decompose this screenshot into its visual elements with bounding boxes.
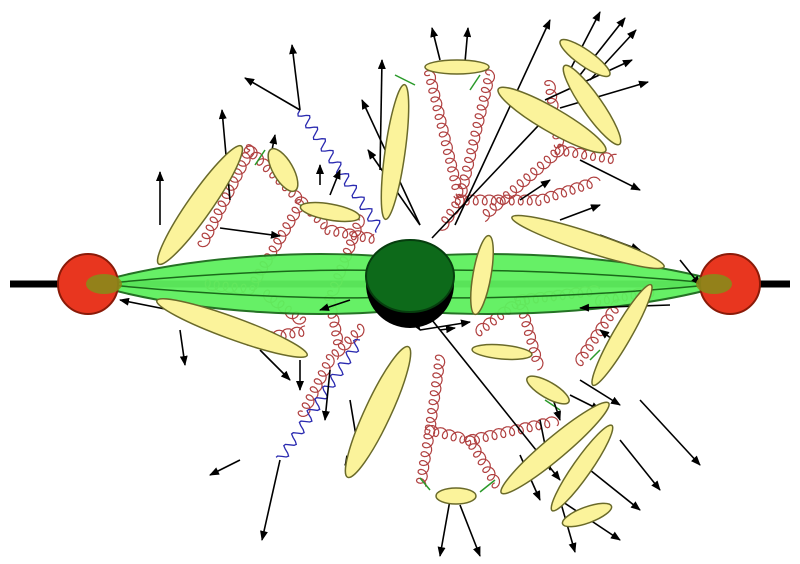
- hadron-cluster: [425, 60, 489, 74]
- hadron-cluster: [436, 488, 476, 504]
- hard-scatter: [366, 240, 454, 328]
- hadron-core-right: [696, 274, 732, 294]
- hadron-core-left: [86, 274, 122, 294]
